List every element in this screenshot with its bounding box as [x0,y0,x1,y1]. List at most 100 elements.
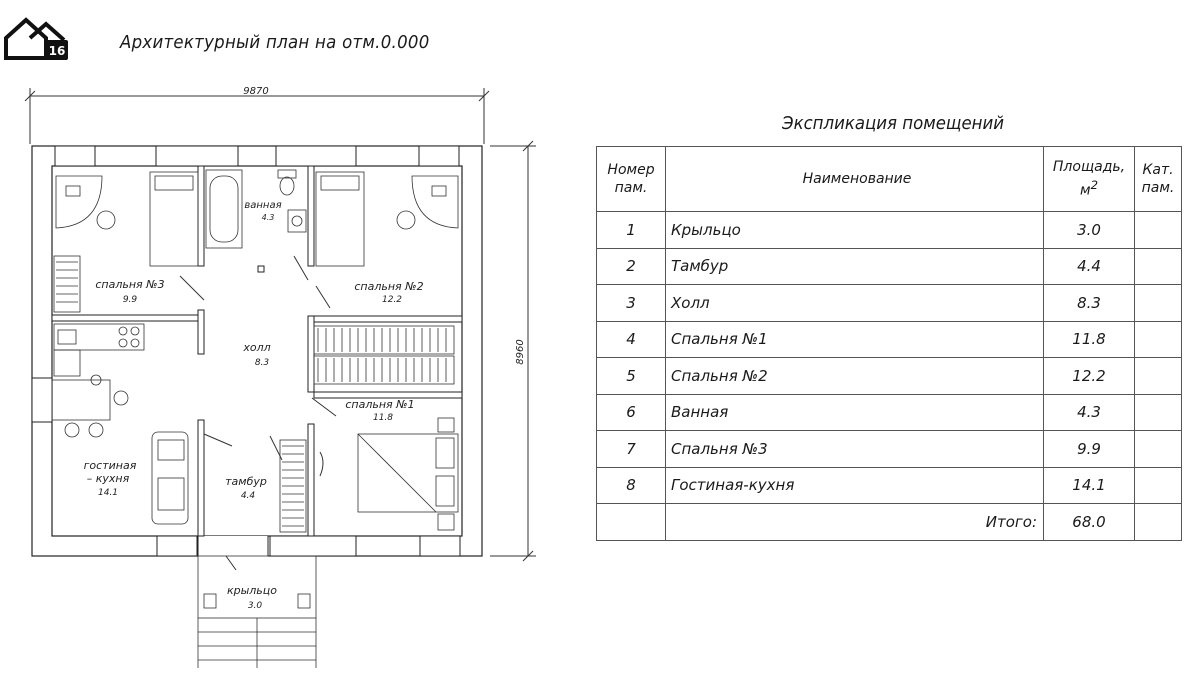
wardrobe-spalnya-2 [313,325,455,355]
table-row: 8 Гостиная-кухня 14.1 [596,466,1182,504]
window [275,145,357,167]
bed-spalnya-1 [357,417,459,531]
page-title: Архитектурный план на отм.0.000 [120,32,430,53]
sink [287,209,307,233]
table-row: 1 Крыльцо 3.0 [596,211,1182,249]
window [31,377,53,423]
row-name: Спальня №2 [665,357,1044,395]
room-area-krylco: 3.0 [248,601,263,611]
row-num: 1 [596,211,666,249]
total-value: 68.0 [1043,503,1135,541]
row-area: 4.4 [1043,247,1135,285]
table-total-row: Итого: 68.0 [596,503,1182,541]
row-cat [1134,393,1182,431]
row-cat [1134,284,1182,322]
window [54,145,96,167]
logo-number: 16 [49,44,66,58]
row-name: Тамбур [665,247,1044,285]
row-num: 7 [596,430,666,468]
room-label-gostinaya-line1: гостиная [84,459,137,472]
total-label: Итого: [665,503,1044,541]
window [156,535,198,557]
room-label-spalnya-2: спальня №2 [354,280,423,293]
interior-walls [51,165,463,537]
row-cat [1134,211,1182,249]
room-label-krylco: крыльцо [227,584,277,597]
wardrobe-spalnya-3 [53,255,81,313]
row-name: Спальня №3 [665,430,1044,468]
dim-width-label: 9870 [243,86,268,97]
desk-spalnya-3 [55,175,116,230]
room-area-tambur: 4.4 [241,491,256,501]
room-area-holl: 8.3 [255,358,270,368]
row-area: 8.3 [1043,284,1135,322]
row-area: 12.2 [1043,357,1135,395]
sofa [151,431,189,525]
bed-spalnya-3 [149,171,199,267]
row-cat [1134,466,1182,504]
door [179,275,205,301]
row-area: 3.0 [1043,211,1135,249]
table-row: 5 Спальня №2 12.2 [596,357,1182,395]
header-num: Номер пам. [596,146,666,212]
toilet [277,169,297,196]
explication-table: Номер пам. Наименование Площадь, м2 Кат.… [596,146,1182,541]
table-row: 3 Холл 8.3 [596,284,1182,322]
height-dimension-line [490,140,536,562]
door [225,555,237,571]
floor-plan: 9870 8960 [24,86,536,668]
row-area: 14.1 [1043,466,1135,504]
bathtub [205,169,243,249]
wardrobe-spalnya-1 [313,355,455,385]
header-area-sup: 2 [1090,178,1098,193]
table-row: 6 Ванная 4.3 [596,393,1182,431]
room-label-tambur: тамбур [225,475,267,488]
row-cat [1134,430,1182,468]
table-row: 4 Спальня №1 11.8 [596,320,1182,358]
wardrobe-tambur [279,439,307,533]
door [315,285,331,309]
row-name: Спальня №1 [665,320,1044,358]
window [155,145,239,167]
row-name: Ванная [665,393,1044,431]
room-label-spalnya-3: спальня №3 [95,278,164,291]
row-num: 8 [596,466,666,504]
door [293,255,309,281]
dining-table [51,374,129,438]
header-area: Площадь, м2 [1043,146,1135,212]
row-cat [1134,357,1182,395]
door [203,433,233,447]
header-name: Наименование [665,146,1044,212]
row-name: Крыльцо [665,211,1044,249]
dim-height-label: 8960 [515,339,526,364]
window [419,535,461,557]
width-dimension-line [24,88,490,144]
room-area-spalnya-1: 11.8 [373,413,393,423]
header-cat: Кат. пам. [1134,146,1182,212]
window [269,535,357,557]
row-num: 4 [596,320,666,358]
kitchen-counter [53,323,145,377]
room-label-spalnya-1: спальня №1 [345,398,414,411]
header-cat-line1: Кат. [1142,162,1174,178]
row-cat [1134,320,1182,358]
row-area: 4.3 [1043,393,1135,431]
window [418,145,460,167]
total-empty [596,503,666,541]
row-num: 6 [596,393,666,431]
row-name: Гостиная-кухня [665,466,1044,504]
room-label-holl: холл [242,341,270,354]
room-label-vannaya: ванная [244,200,281,211]
room-area-vannaya: 4.3 [262,213,275,222]
room-area-spalnya-2: 12.2 [382,295,402,305]
header-area-line1: Площадь, [1052,159,1126,176]
row-area: 9.9 [1043,430,1135,468]
bed-spalnya-2 [315,171,365,267]
table-header-row: Номер пам. Наименование Площадь, м2 Кат.… [596,146,1182,212]
header-num-line1: Номер [607,162,655,178]
door [311,397,337,417]
row-num: 3 [596,284,666,322]
room-label-gostinaya-line2: – кухня [87,472,130,485]
desk-spalnya-2 [396,175,459,230]
header-area-line2: м [1080,182,1091,199]
